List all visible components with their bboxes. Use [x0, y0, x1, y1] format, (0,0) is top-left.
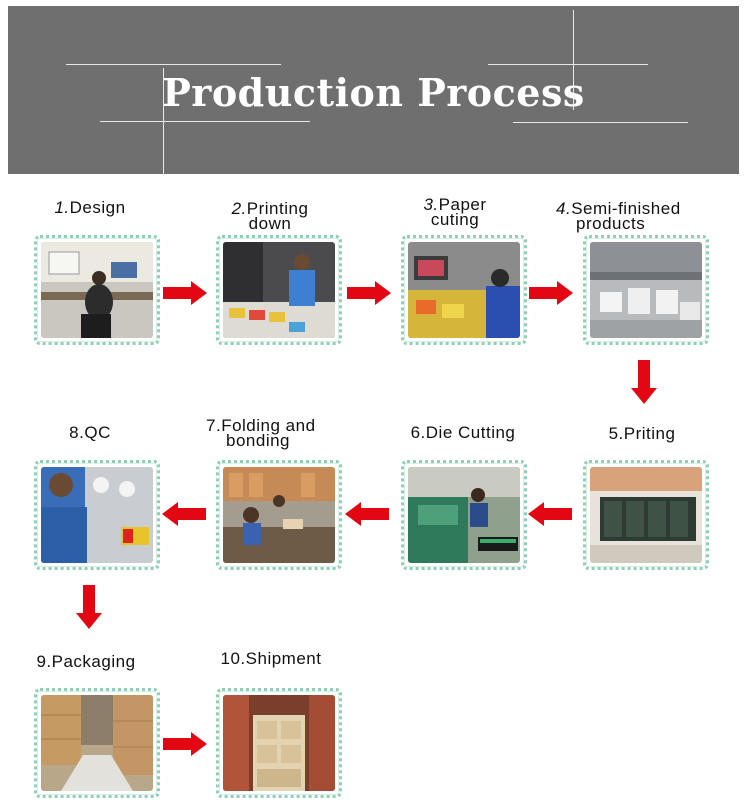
arrow-right-icon — [347, 281, 391, 305]
design-photo — [34, 235, 160, 345]
step-9-label: 9.Packaging — [36, 652, 136, 671]
die-cutting-photo — [401, 460, 527, 570]
step-1-label: 1.Design — [54, 198, 126, 217]
arrow-right-icon — [529, 281, 573, 305]
step-10-label: 10.Shipment — [220, 649, 322, 668]
arrow-left-icon — [345, 502, 389, 526]
step-5-label: 5.Priting — [608, 424, 676, 443]
shipment-photo — [216, 688, 342, 798]
arrow-right-icon — [163, 732, 207, 756]
paper-cutting-photo — [401, 235, 527, 345]
folding-photo — [216, 460, 342, 570]
arrow-left-icon — [162, 502, 206, 526]
qc-photo — [34, 460, 160, 570]
arrow-down-icon — [76, 585, 102, 629]
arrow-down-icon — [631, 360, 657, 404]
arrow-right-icon — [163, 281, 207, 305]
header-banner: Production Process — [8, 6, 739, 174]
semi-finished-photo — [583, 235, 709, 345]
step-6-label: 6.Die Cutting — [410, 423, 516, 442]
step-8-label: 8.QC — [69, 423, 111, 442]
printing-machine-photo — [583, 460, 709, 570]
arrow-left-icon — [528, 502, 572, 526]
page-title: Production Process — [162, 70, 585, 115]
printing-down-photo — [216, 235, 342, 345]
packaging-photo — [34, 688, 160, 798]
